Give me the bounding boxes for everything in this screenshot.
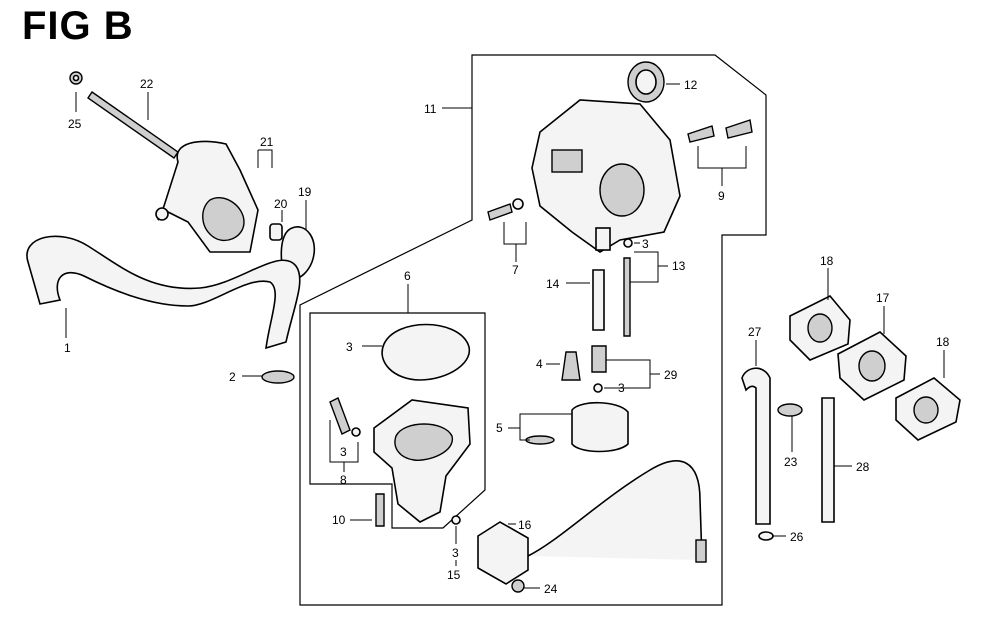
insulator-gasket-part [789,295,851,361]
callout-label: 28 [856,460,870,474]
carburetor-body-part [531,99,681,253]
callout-label: 18 [820,254,834,268]
callout-label: 25 [68,117,82,131]
tube-ring-part [758,531,774,541]
main-jet-part [591,345,607,373]
callout-label: 4 [536,357,543,371]
callout-label: 3 [642,237,649,251]
callout-label: 9 [718,189,725,203]
tube-clip-part [261,370,295,384]
carburetor-gasket-part [895,377,961,441]
figure-title: FIG B [22,4,134,48]
callout-label: 3 [452,546,459,560]
tube-clamp-part [777,403,803,417]
callout-label: 26 [790,530,804,544]
float-valve-part [561,351,581,381]
callout-label: 27 [748,325,762,339]
float-part [525,401,629,453]
collar-part [269,223,283,241]
nut-part [69,71,83,85]
callout-label: 7 [512,263,519,277]
float-chamber-boundary [309,312,486,529]
callout-label: 20 [274,197,288,211]
callout-labels: 1 2 3 3 3 3 3 4 5 6 7 8 9 10 11 12 13 14… [64,77,950,596]
callout-label: 3 [618,381,625,395]
callout-label: 22 [140,77,154,91]
callout-label: 29 [664,368,678,382]
callout-label: 3 [340,445,347,459]
callout-label: 19 [298,185,312,199]
callout-label: 5 [496,421,503,435]
callout-label: 3 [346,340,353,354]
fuel-cut-solenoid-part [477,460,707,585]
callout-label: 13 [672,259,686,273]
insulator-part [837,331,907,401]
callout-label: 12 [684,78,698,92]
callout-label: 15 [447,568,461,582]
breather-tube-part [26,235,301,350]
callout-label: 6 [404,269,411,283]
callout-label: 23 [784,455,798,469]
leader-lines [65,83,945,589]
callout-label: 2 [229,370,236,384]
callout-label: 10 [332,513,346,527]
drain-tube-part [821,397,835,523]
drain-screw-part [329,397,351,435]
callout-label: 14 [546,277,560,291]
cap-part [627,61,665,103]
callout-label: 18 [936,335,950,349]
callout-label: 11 [424,102,437,116]
callout-label: 24 [544,582,558,596]
air-cleaner-elbow-part [155,140,259,253]
float-chamber-gasket-part [381,323,471,381]
callout-label: 21 [260,135,274,149]
float-chamber-part [373,399,471,523]
assembly-boundary [299,54,767,606]
callout-label: 1 [64,341,71,355]
callout-label: 16 [518,518,532,532]
stud-bolt-part [87,91,179,159]
callout-label: 17 [876,291,890,305]
overflow-tube-part [741,367,771,525]
throttle-stop-screw-part [487,198,524,221]
chamber-bolt-part [375,493,385,527]
o-ring-part [351,238,633,525]
solenoid-screw-part [511,579,525,593]
main-nozzle-part [592,269,605,331]
pilot-screw-part [687,119,753,143]
callout-label: 8 [340,473,347,487]
needle-jet-part [623,257,631,337]
